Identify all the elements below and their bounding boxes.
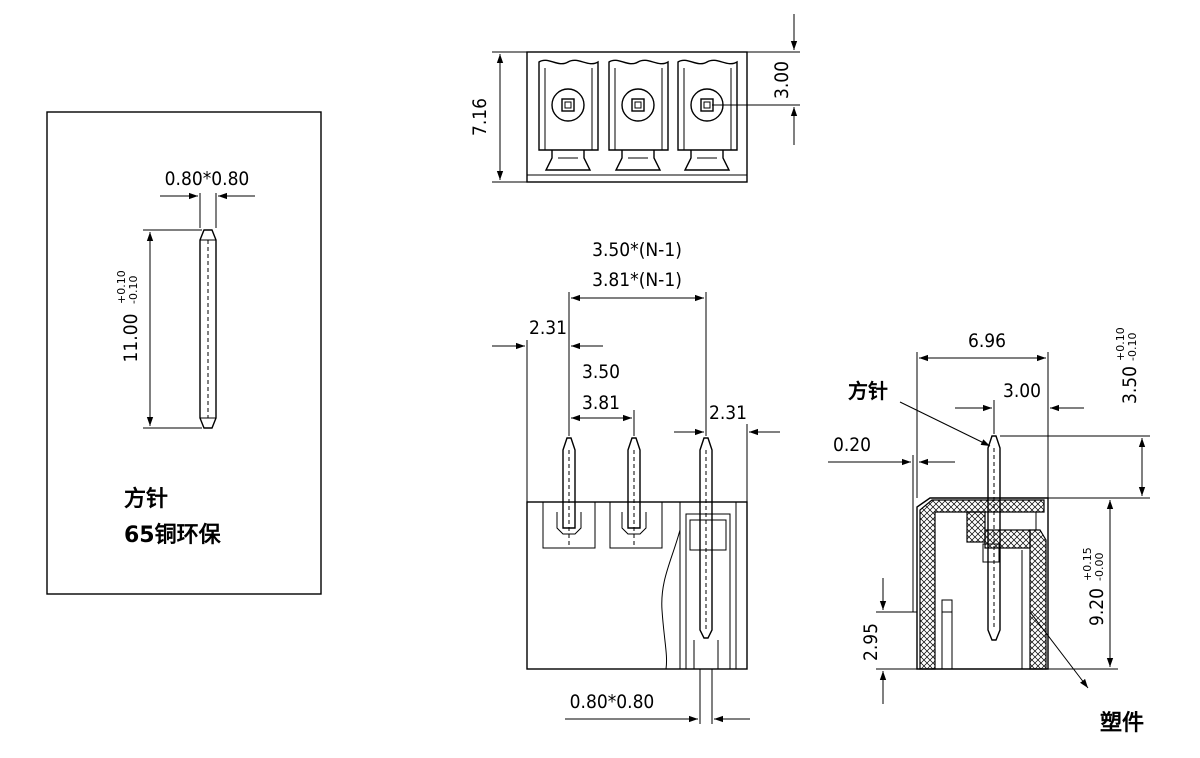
terminal-cell: [608, 59, 669, 171]
top-offset-dim: 3.00: [771, 61, 793, 99]
side-pin: [987, 435, 1001, 641]
top-height-dim: 7.16: [469, 98, 491, 136]
front-edge-left: 2.31: [529, 317, 567, 339]
front-view-body: [526, 501, 748, 670]
side-width-dim: 6.96: [968, 330, 1006, 352]
pin-label: 方针: [124, 486, 168, 512]
front-pitch-total-a: 3.50*(N-1): [592, 239, 682, 261]
front-pitch-b: 3.81: [582, 392, 620, 414]
side-body-height-dim: 9.20: [1086, 588, 1108, 626]
front-pin-section: 0.80*0.80: [570, 691, 655, 713]
side-foot-dim: 2.95: [860, 623, 882, 661]
front-pin: [609, 437, 663, 549]
front-pitch-total-b: 3.81*(N-1): [592, 269, 682, 291]
terminal-cell: [538, 59, 599, 171]
side-pin-above-tol-plus: +0.10: [1114, 327, 1127, 361]
side-view: 6.96 3.00 0.20 3.50 +0.10 -0.10 9.20 +0.…: [828, 327, 1150, 736]
side-pin-above-dim: 3.50: [1119, 366, 1141, 404]
pin-outline: [199, 229, 217, 429]
plastic-label: 塑件: [1100, 711, 1144, 736]
side-offset-dim: 3.00: [1003, 380, 1041, 402]
top-view-body: [526, 51, 748, 183]
front-pitch-a: 3.50: [582, 361, 620, 383]
side-body-height-tol-minus: -0.00: [1093, 553, 1106, 581]
pin-length-tol-minus: -0.10: [127, 276, 140, 304]
pin-section-dim: 0.80*0.80: [165, 168, 250, 190]
pin-length-dim: 11.00: [120, 314, 142, 363]
pin-length-tol-plus: +0.10: [115, 270, 128, 304]
front-edge-right: 2.31: [709, 402, 747, 424]
side-pin-label: 方针: [848, 379, 888, 403]
material-label: 65铜环保: [124, 522, 222, 548]
top-view: 7.16 3.00: [469, 14, 800, 183]
pin-detail-view: 0.80*0.80 11.00 +0.10 -0.10 方针 65铜环保: [46, 111, 322, 595]
side-gap-dim: 0.20: [833, 434, 871, 456]
terminal-cell: [677, 59, 738, 171]
pin-detail-frame: [46, 111, 322, 595]
side-wall-right: [1029, 529, 1047, 670]
side-pin-above-tol-minus: -0.10: [1126, 333, 1139, 361]
front-view: 3.50*(N-1) 3.81*(N-1) 2.31 3.50 3.81 2.3…: [492, 239, 780, 724]
side-wall-left: [919, 499, 1045, 670]
front-pin-cutaway: [661, 437, 737, 670]
side-body-height-tol-plus: +0.15: [1081, 547, 1094, 581]
front-pin: [542, 437, 596, 549]
